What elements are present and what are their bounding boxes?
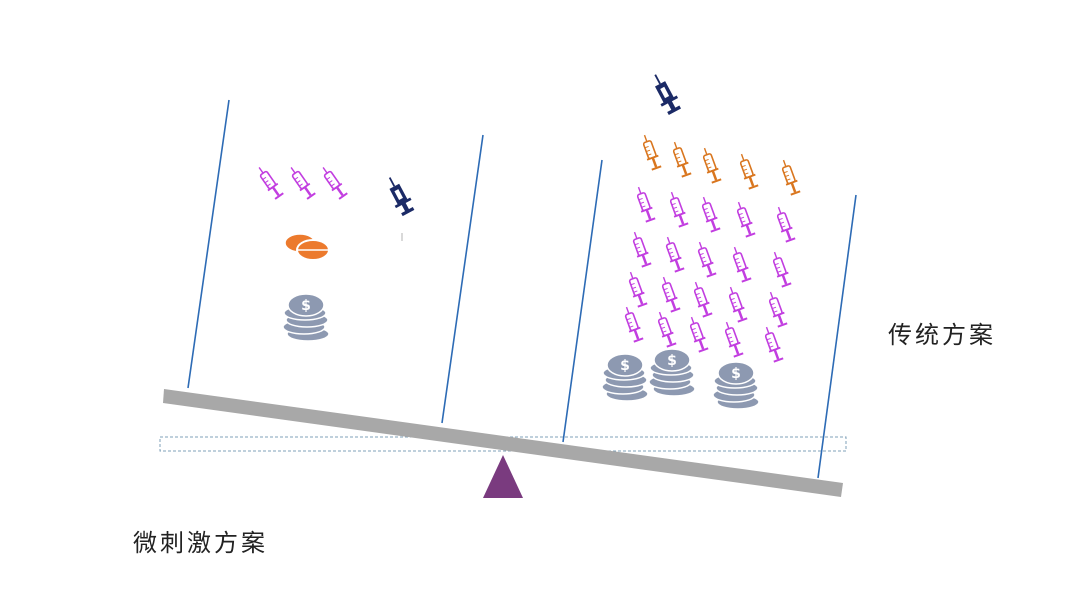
purple-syringe-icon [664, 188, 691, 229]
purple-syringe-icon [656, 273, 683, 314]
micro-stimulation-plan-label: 微刺激方案 [133, 529, 268, 557]
orange-syringe-icon [734, 150, 761, 191]
purple-syringe-icon [771, 203, 798, 244]
fulcrum-triangle [483, 455, 523, 498]
purple-syringe-icon [631, 183, 658, 224]
purple-syringe-icon [688, 278, 715, 319]
navy-syringe-icon [647, 70, 682, 114]
orange-syringe-icon [667, 138, 694, 179]
purple-syringe-icon [627, 228, 654, 269]
coin-stack-icon [712, 361, 760, 410]
purple-syringe-icon [719, 318, 746, 359]
right-pan-line-right [817, 194, 857, 479]
coin-stack-icon [601, 353, 649, 402]
purple-syringe-icon [731, 198, 758, 239]
left-pan-line-right [441, 134, 484, 424]
left-pan-line-left [187, 99, 230, 389]
balance-beam [163, 389, 843, 497]
syringe-icon [284, 162, 318, 201]
right-pan-line-left [562, 159, 603, 443]
syringe-icon [316, 162, 350, 201]
purple-syringe-icon [767, 248, 794, 289]
orange-syringe-icon [697, 144, 724, 185]
purple-syringe-icon [660, 233, 687, 274]
purple-syringe-icon [759, 323, 786, 364]
purple-syringe-icon [692, 238, 719, 279]
purple-syringe-icon [763, 288, 790, 329]
coin-stack-icon [648, 348, 696, 397]
orange-syringe-icon [637, 131, 664, 172]
purple-syringe-icon [619, 303, 646, 344]
coin-stack-icon [282, 293, 330, 342]
purple-syringe-grid [619, 183, 798, 364]
syringe-icon [252, 162, 286, 201]
pill-icon [284, 233, 330, 261]
traditional-plan-label: 传统方案 [888, 321, 996, 349]
purple-syringe-icon [696, 193, 723, 234]
navy-syringe-icon [382, 173, 416, 215]
purple-syringe-icon [684, 313, 711, 354]
purple-syringe-icon [652, 308, 679, 349]
purple-syringe-icon [623, 268, 650, 309]
purple-syringe-icon [723, 283, 750, 324]
orange-syringe-icon [776, 156, 803, 197]
purple-syringe-icon [727, 243, 754, 284]
